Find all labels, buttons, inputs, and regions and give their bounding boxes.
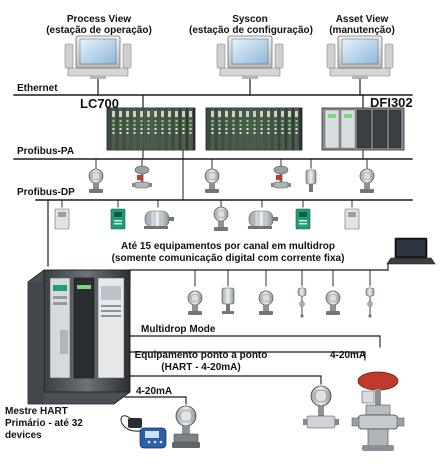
pa-transmitter-icon [359, 168, 375, 194]
asset-view-workstation-icon [326, 35, 394, 80]
dp-module-icon [295, 208, 311, 230]
process-view-title: Process View [66, 14, 132, 25]
process-view-workstation-icon [64, 35, 132, 80]
motor-icon [247, 210, 279, 230]
pa-transmitter-icon [88, 168, 104, 194]
asset-view-title: Asset View [335, 14, 389, 25]
io-rack-icon [205, 107, 303, 151]
profibus-dp-label: Profibus-DP [17, 187, 75, 198]
current-loop-a-label: 4-20mA [136, 386, 173, 397]
dfi302-label: DFI302 [370, 95, 413, 110]
dfi302-rack-icon [321, 107, 405, 151]
dp-transmitter-icon [213, 206, 229, 232]
syscon-subtitle: (estação de configuração) [189, 25, 313, 36]
motor-icon [143, 210, 175, 230]
multidrop-subtitle: (somente comunicação digital com corrent… [111, 253, 345, 264]
current-loop-b-label: 4-20mA [330, 350, 367, 361]
profibus-pa-label: Profibus-PA [17, 146, 75, 157]
master-label-line1: Mestre HART [5, 406, 68, 417]
multidrop-transmitter-icon [221, 287, 235, 314]
lc700-rack-icon [106, 107, 196, 151]
multidrop-title: Até 15 equipamentos por canal em multidr… [121, 241, 335, 252]
handheld-configurator-icon [120, 415, 167, 449]
multidrop-mode-label: Multidrop Mode [141, 324, 216, 335]
hart-control-valve-icon [351, 371, 405, 451]
point-to-point-title: Equipamento ponto a ponto [134, 350, 268, 361]
point-to-point-subtitle: (HART - 4-20mA) [161, 362, 241, 373]
pa-transmitter-icon [204, 168, 220, 194]
network-lines [13, 78, 413, 405]
lc700-label: LC700 [80, 96, 120, 111]
process-view-subtitle: (estação de operação) [46, 25, 152, 36]
multidrop-probe-icon [365, 287, 375, 319]
hart-transmitter-icon [303, 385, 339, 429]
pa-transmitter-icon [305, 169, 317, 192]
master-label-line3: devices [5, 430, 42, 441]
multidrop-probe-icon [297, 287, 307, 319]
multidrop-transmitter-icon [187, 290, 203, 316]
dp-module-icon [110, 208, 126, 230]
multidrop-transmitter-icon [258, 290, 274, 316]
asset-view-subtitle: (manutenção) [329, 25, 395, 36]
syscon-workstation-icon [216, 35, 284, 80]
dp-module-icon [344, 208, 360, 230]
ethernet-label: Ethernet [17, 83, 58, 94]
dp-module-icon [54, 208, 70, 230]
multidrop-transmitter-icon [325, 290, 341, 316]
hart-transmitter-icon [172, 405, 200, 448]
pa-valve-icon [270, 165, 292, 189]
hart-master-icon [27, 269, 131, 405]
syscon-title: Syscon [232, 14, 268, 25]
master-label-line2: Primário - até 32 [5, 418, 83, 429]
pa-valve-icon [131, 165, 153, 189]
laptop-icon [386, 237, 436, 265]
